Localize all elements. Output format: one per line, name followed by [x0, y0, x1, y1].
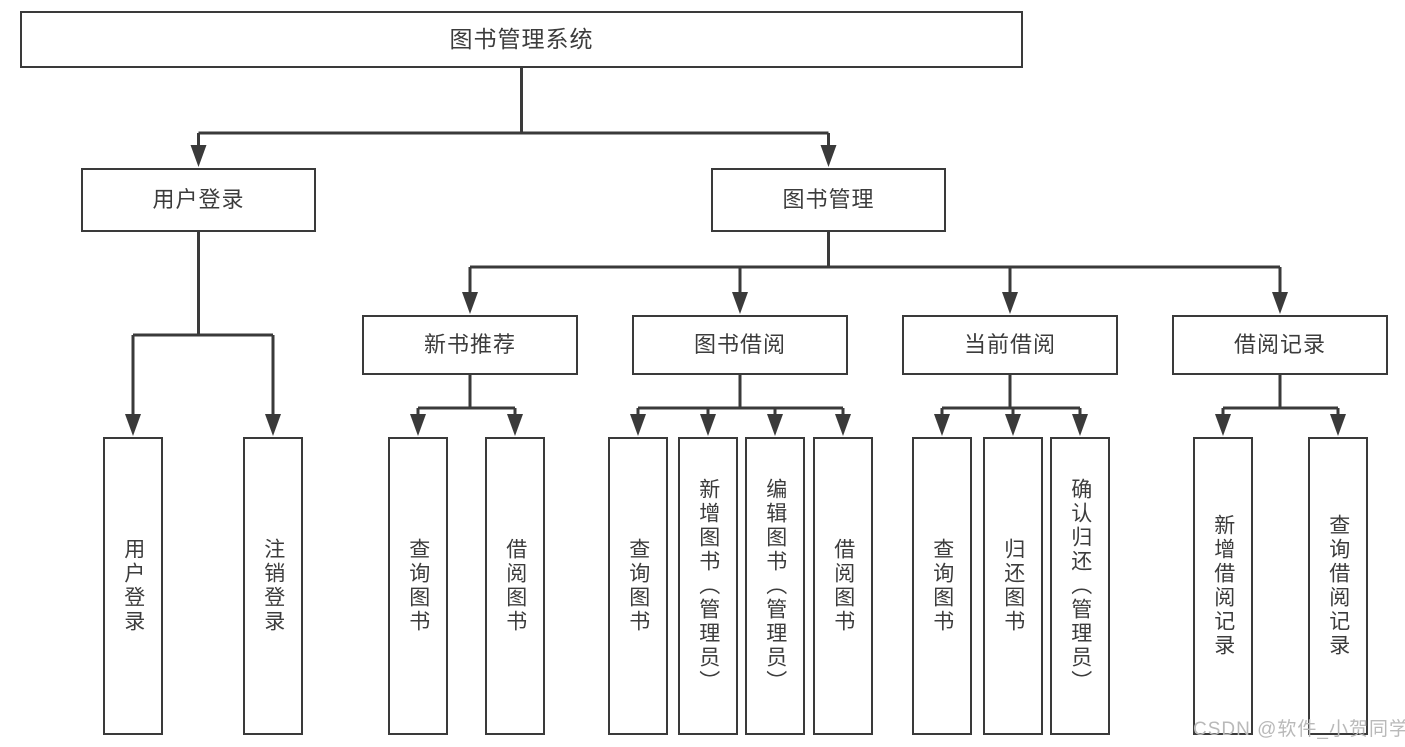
node-book-borrow[interactable]: 图书借阅	[632, 315, 848, 375]
arrowhead	[767, 414, 783, 436]
node-label: 图书借阅	[693, 331, 786, 357]
node-leaf-borrow-1[interactable]: 借阅图书	[485, 437, 545, 735]
node-label: 新增图书（管理员）	[696, 478, 720, 694]
node-label: 编辑图书（管理员）	[763, 478, 787, 694]
arrowhead	[732, 292, 748, 314]
node-root[interactable]: 图书管理系统	[20, 11, 1023, 68]
node-leaf-add-book[interactable]: 新增图书（管理员）	[678, 437, 738, 735]
node-leaf-confirm[interactable]: 确认归还（管理员）	[1050, 437, 1110, 735]
node-label: 图书管理	[782, 186, 875, 212]
node-label: 归还图书	[1001, 538, 1025, 634]
arrowhead	[700, 414, 716, 436]
node-label: 当前借阅	[963, 331, 1056, 357]
node-leaf-query-3[interactable]: 查询图书	[912, 437, 972, 735]
arrowhead	[265, 414, 281, 436]
node-leaf-borrow-2[interactable]: 借阅图书	[813, 437, 873, 735]
arrowhead	[1272, 292, 1288, 314]
arrowhead	[1330, 414, 1346, 436]
node-user-login[interactable]: 用户登录	[81, 168, 316, 232]
arrowhead	[1002, 292, 1018, 314]
node-label: 借阅图书	[503, 538, 527, 634]
node-leaf-query-2[interactable]: 查询图书	[608, 437, 668, 735]
node-label: 新书推荐	[423, 331, 516, 357]
node-label: 注销登录	[261, 538, 285, 634]
arrowhead	[820, 145, 837, 167]
node-label: 查询图书	[626, 538, 650, 634]
node-label: 查询图书	[930, 538, 954, 634]
node-current-borrow[interactable]: 当前借阅	[902, 315, 1118, 375]
arrowhead	[934, 414, 950, 436]
node-label: 借阅图书	[831, 538, 855, 634]
node-leaf-query-rec[interactable]: 查询借阅记录	[1308, 437, 1368, 735]
node-label: 新增借阅记录	[1211, 514, 1235, 658]
arrowhead	[125, 414, 141, 436]
node-borrow-record[interactable]: 借阅记录	[1172, 315, 1388, 375]
node-label: 查询图书	[406, 538, 430, 634]
arrowhead	[410, 414, 426, 436]
node-label: 查询借阅记录	[1326, 514, 1350, 658]
arrowhead	[630, 414, 646, 436]
node-label: 图书管理系统	[449, 25, 594, 52]
node-new-book-rec[interactable]: 新书推荐	[362, 315, 578, 375]
arrowhead	[1215, 414, 1231, 436]
arrowhead	[507, 414, 523, 436]
node-leaf-user-login[interactable]: 用户登录	[103, 437, 163, 735]
node-leaf-logout[interactable]: 注销登录	[243, 437, 303, 735]
node-leaf-add-rec[interactable]: 新增借阅记录	[1193, 437, 1253, 735]
node-label: 确认归还（管理员）	[1068, 478, 1092, 694]
node-label: 借阅记录	[1233, 331, 1326, 357]
arrowhead	[190, 145, 207, 167]
arrowhead	[1005, 414, 1021, 436]
node-leaf-return[interactable]: 归还图书	[983, 437, 1043, 735]
arrowhead	[835, 414, 851, 436]
node-leaf-edit-book[interactable]: 编辑图书（管理员）	[745, 437, 805, 735]
node-leaf-query-1[interactable]: 查询图书	[388, 437, 448, 735]
arrowhead	[1072, 414, 1088, 436]
node-label: 用户登录	[121, 538, 145, 634]
arrowhead	[462, 292, 478, 314]
node-label: 用户登录	[152, 186, 245, 212]
node-book-manage[interactable]: 图书管理	[711, 168, 946, 232]
